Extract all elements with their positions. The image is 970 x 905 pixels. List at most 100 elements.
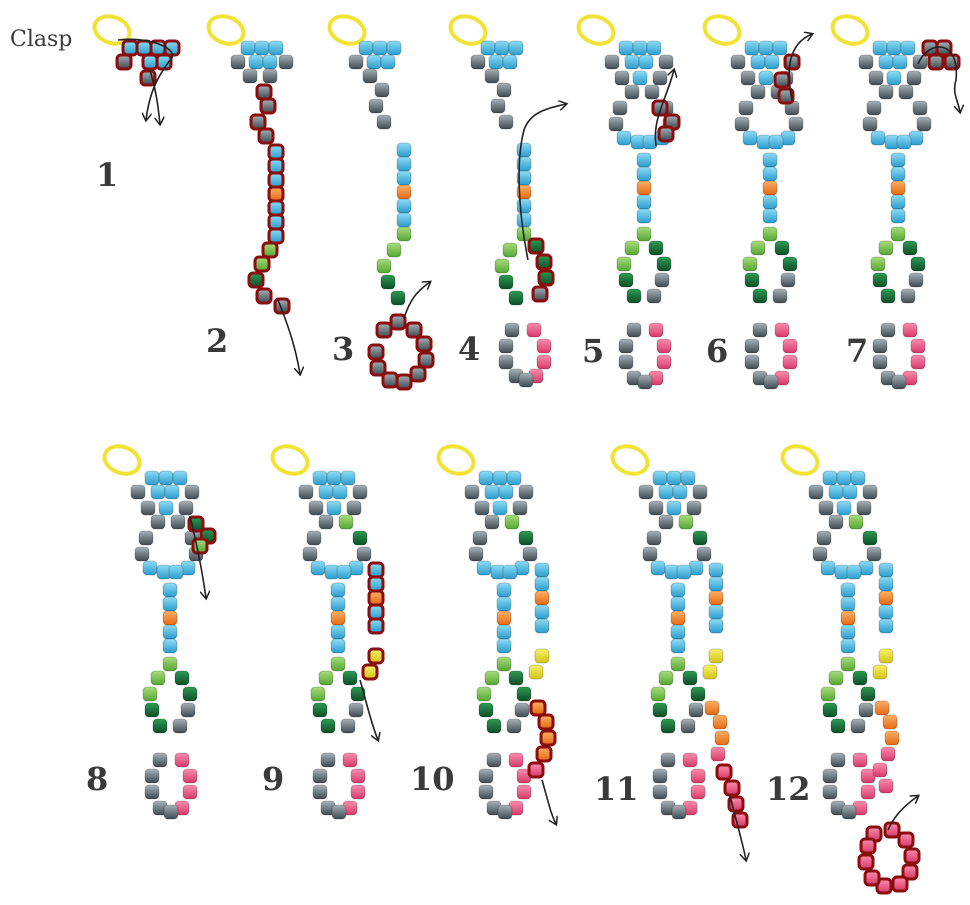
blue-bead (372, 40, 388, 56)
dark-green-bead (626, 288, 642, 304)
grey-bead (302, 546, 318, 562)
pink-bead (863, 869, 881, 887)
grey-bead (522, 546, 538, 562)
pink-bead (878, 778, 894, 794)
grey-bead (788, 116, 804, 132)
orange-bead (396, 184, 412, 200)
pink-bead (897, 831, 915, 849)
blue-bead (890, 194, 906, 210)
yellow-bead (367, 647, 385, 665)
blue-bead (267, 227, 285, 245)
blue-bead (742, 130, 758, 146)
blue-bead (326, 470, 342, 486)
thread-arrow (117, 38, 174, 120)
blue-bead (666, 470, 682, 486)
light-green-bead (496, 656, 512, 672)
pink-bead (690, 784, 706, 800)
thread-arrow (277, 299, 300, 374)
clasp-ring (830, 14, 870, 46)
blue-bead (624, 54, 640, 70)
dark-green-bead (902, 240, 918, 256)
grey-bead (777, 87, 795, 105)
light-green-bead (658, 670, 674, 686)
dark-green-bead (152, 718, 168, 734)
blue-bead (534, 618, 550, 634)
dark-green-bead (247, 271, 265, 289)
dark-green-bead (880, 288, 896, 304)
grey-bead (470, 54, 486, 70)
blue-bead (886, 40, 902, 56)
grey-bead (259, 97, 277, 115)
orange-bead (882, 714, 898, 730)
orange-bead (267, 185, 285, 203)
grey-bead (368, 98, 384, 114)
dark-green-bead (498, 274, 514, 290)
grey-bead (816, 530, 832, 546)
grey-bead (150, 514, 166, 530)
dark-green-bead (910, 256, 926, 272)
dark-green-bead (660, 718, 676, 734)
clasp-ring (448, 14, 488, 46)
blue-bead (708, 604, 724, 620)
blue-bead (708, 562, 724, 578)
blue-bead (396, 170, 412, 186)
grey-bead (752, 322, 768, 338)
clasp-ring (270, 444, 310, 476)
blue-bead (758, 40, 774, 56)
blue-bead (496, 624, 512, 640)
pink-bead (342, 752, 358, 768)
grey-bead (808, 484, 824, 500)
step-number: 1 (96, 156, 118, 194)
grey-bead (312, 768, 328, 784)
grey-bead (362, 68, 378, 84)
dark-green-bead (380, 274, 396, 290)
blue-bead (330, 624, 346, 640)
grey-bead (626, 322, 642, 338)
orange-bead (535, 745, 553, 763)
dark-green-bead (652, 702, 668, 718)
grey-bead (648, 500, 664, 516)
grey-bead (740, 70, 756, 86)
yellow-bead (878, 648, 894, 664)
grey-bead (862, 116, 878, 132)
pink-bead (656, 338, 672, 354)
grey-bead (484, 514, 500, 530)
blue-bead (158, 500, 174, 516)
grey-bead (346, 500, 362, 516)
blue-bead (386, 40, 402, 56)
blue-bead (267, 143, 285, 161)
blue-bead (762, 208, 778, 224)
blue-bead (636, 166, 652, 182)
blue-bead (267, 157, 285, 175)
light-green-bead (890, 226, 906, 242)
step-number: 11 (594, 770, 639, 808)
grey-bead (518, 484, 534, 500)
dark-green-bead (537, 269, 555, 287)
grey-bead (612, 100, 628, 116)
pink-bead (527, 761, 545, 779)
grey-bead (184, 484, 200, 500)
grey-bead (908, 272, 924, 288)
grey-bead (686, 500, 702, 516)
yellow-bead (361, 663, 379, 681)
grey-bead (614, 70, 630, 86)
grey-bead (644, 84, 660, 100)
pink-bead (174, 752, 190, 768)
pink-bead (536, 338, 552, 354)
dark-green-bead (862, 530, 878, 546)
blue-bead (172, 470, 188, 486)
grey-bead (255, 83, 273, 101)
grey-bead (464, 484, 480, 500)
blue-bead (772, 40, 788, 56)
blue-bead (892, 54, 908, 70)
blue-bead (484, 484, 500, 500)
yellow-bead (534, 648, 550, 664)
grey-bead (506, 718, 522, 734)
dark-green-bead (350, 686, 366, 702)
grey-bead (152, 752, 168, 768)
blue-bead (632, 40, 648, 56)
grey-bead (738, 100, 754, 116)
thread-arrow (654, 70, 674, 147)
grey-bead (134, 546, 150, 562)
blue-bead (680, 470, 696, 486)
